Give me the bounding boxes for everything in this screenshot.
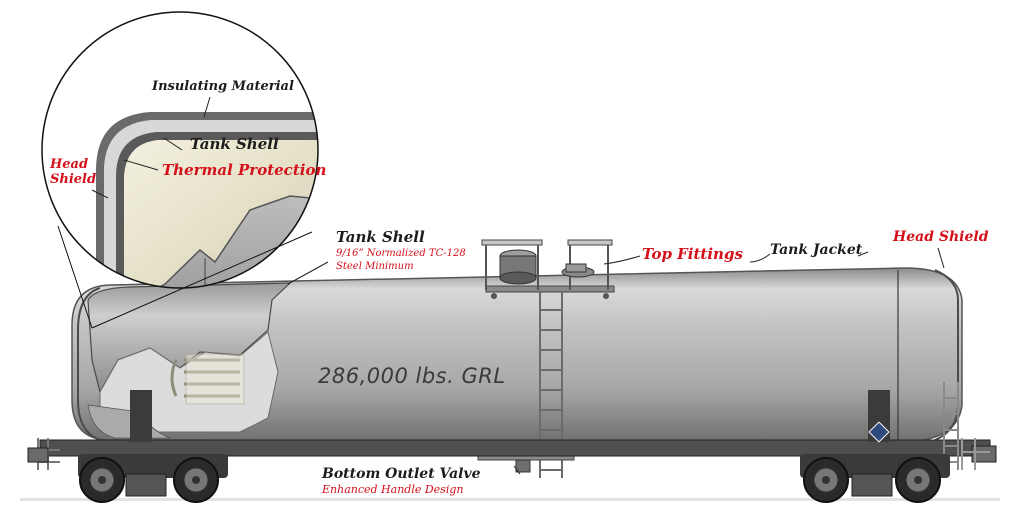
- label-bottom-outlet-valve: Bottom Outlet Valve: [322, 466, 481, 482]
- left-bolster: [130, 390, 152, 442]
- label-tank-jacket: Tank Jacket: [770, 242, 863, 258]
- label-capacity: 286,000 lbs. GRL: [318, 364, 506, 388]
- magnified-inset: [41, 11, 319, 289]
- label-head-shield-inset: Head Shield: [50, 157, 97, 187]
- label-tank-shell-spec-1: 9/16” Normalized TC-128: [336, 248, 466, 259]
- label-insulating-material: Insulating Material: [152, 79, 294, 94]
- label-thermal-protection: Thermal Protection: [162, 161, 327, 179]
- inset-leader-left: [57, 225, 93, 329]
- underframe: [39, 439, 991, 457]
- label-tank-shell-spec-2: Steel Minimum: [336, 261, 414, 272]
- label-head-shield: Head Shield: [893, 229, 989, 245]
- callout-lines: [91, 96, 945, 475]
- label-tank-shell: Tank Shell: [336, 228, 425, 246]
- heater-coil-plate: [185, 353, 245, 405]
- right-truck: [800, 454, 950, 503]
- right-coupler: [971, 445, 997, 463]
- hazmat-placard: [868, 421, 890, 443]
- heater-coil: [170, 358, 240, 398]
- label-tank-shell-inset: Tank Shell: [190, 135, 279, 153]
- label-bottom-outlet-sub: Enhanced Handle Design: [322, 483, 464, 496]
- top-fittings: [481, 239, 615, 299]
- inset-leader-right: [91, 231, 313, 329]
- label-top-fittings: Top Fittings: [642, 245, 743, 263]
- rail-line: [20, 498, 1000, 501]
- right-end-gate: [961, 438, 990, 470]
- left-truck: [78, 454, 228, 503]
- left-coupler: [27, 447, 49, 463]
